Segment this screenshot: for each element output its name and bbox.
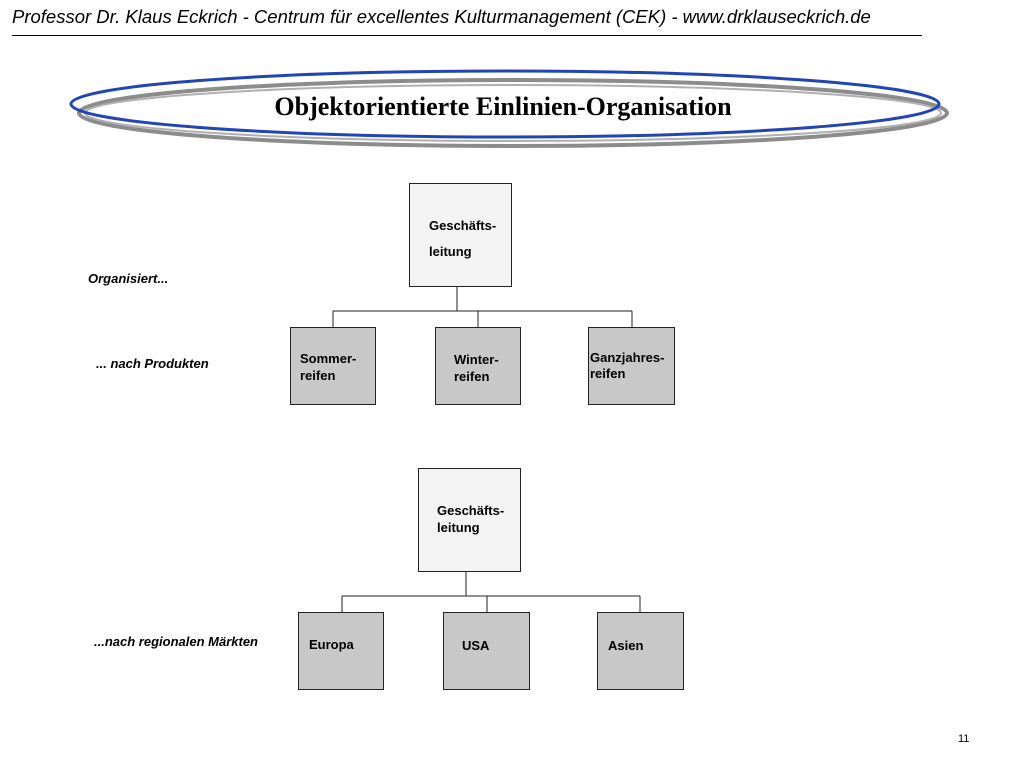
chart2-top-box: Geschäfts- leitung [418,468,521,572]
chart1-child-1-line1: Sommer- [300,351,357,366]
chart2-child-asien: Asien [597,612,684,690]
chart2-top-line2: leitung [437,520,480,535]
label-maerkte: ...nach regionalen Märkten [94,634,258,649]
chart2-child-usa: USA [443,612,530,690]
chart1-child-2-line2: reifen [454,369,490,384]
label-organisiert: Organisiert... [88,271,169,286]
banner-ellipse [69,69,941,139]
page-number: 11 [958,733,970,745]
label-produkte: ... nach Produkten [96,356,209,371]
chart1-child-sommerreifen: Sommer- reifen [290,327,376,405]
chart2-child-1-text: Europa [309,637,354,652]
chart2-top-line1: Geschäfts- [437,503,505,518]
chart1-top-line2: leitung [429,244,472,259]
chart1-child-1-line2: reifen [300,368,336,383]
chart2-child-europa: Europa [298,612,384,690]
chart1-child-winterreifen: Winter- reifen [435,327,521,405]
banner-ellipse-shadow [77,78,949,148]
chart1-top-box: Geschäfts- leitung [409,183,512,287]
title-banner [69,69,949,148]
chart1-child-ganzjahresreifen: Ganzjahres- reifen [588,327,675,405]
chart1-child-2-line1: Winter- [454,352,499,367]
header-text: Professor Dr. Klaus Eckrich - Centrum fü… [12,6,922,36]
slide-title: Objektorientierte Einlinien-Organisation [274,92,732,121]
chart2-child-3-text: Asien [608,638,644,653]
chart1-top-line1: Geschäfts- [429,218,497,233]
chart1-child-3-line2: reifen [590,366,626,381]
chart2-child-2-text: USA [462,638,490,653]
chart1-child-3-line1: Ganzjahres- [590,350,665,365]
